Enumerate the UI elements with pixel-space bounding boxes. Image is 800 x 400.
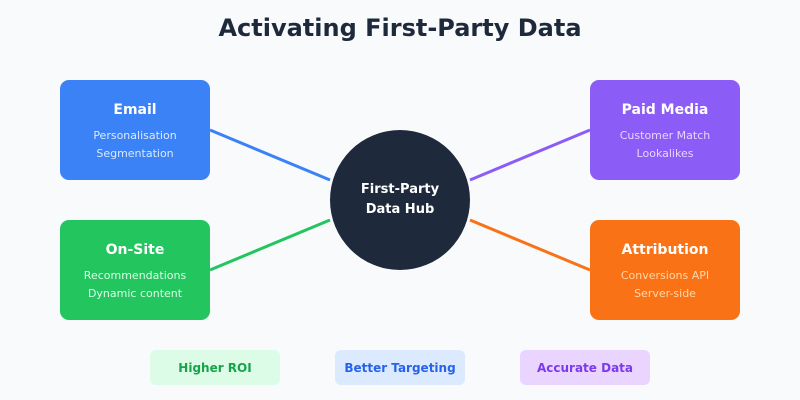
node-title: On-Site <box>105 242 165 258</box>
connector-attribution <box>469 218 591 272</box>
node-detail: Segmentation <box>96 147 174 160</box>
connector-on-site <box>209 218 331 272</box>
benefit-badge-better-targeting: Better Targeting <box>335 350 465 385</box>
connector-paid-media <box>469 128 591 182</box>
node-detail: Personalisation <box>93 129 177 142</box>
hub-label-line2: Data Hub <box>365 202 435 217</box>
node-title: Email <box>113 102 157 118</box>
benefit-badge-accurate-data: Accurate Data <box>520 350 650 385</box>
hub-circle: First-Party Data Hub <box>330 130 470 270</box>
hub-label-line1: First-Party <box>360 182 440 197</box>
node-detail: Conversions API <box>620 269 710 282</box>
node-title: Attribution <box>621 242 709 258</box>
node-detail: Recommendations <box>83 269 187 282</box>
node-detail: Server-side <box>634 287 696 300</box>
node-email: Email Personalisation Segmentation <box>60 80 210 180</box>
node-title: Paid Media <box>621 102 709 118</box>
node-detail: Lookalikes <box>636 147 694 160</box>
connector-email <box>209 128 331 182</box>
node-attribution: Attribution Conversions API Server-side <box>590 220 740 320</box>
diagram-title: Activating First-Party Data <box>218 14 582 42</box>
benefit-badge-higher-roi: Higher ROI <box>150 350 280 385</box>
node-detail: Customer Match <box>619 129 711 142</box>
node-detail: Dynamic content <box>87 287 183 300</box>
node-paid-media: Paid Media Customer Match Lookalikes <box>590 80 740 180</box>
node-on-site: On-Site Recommendations Dynamic content <box>60 220 210 320</box>
